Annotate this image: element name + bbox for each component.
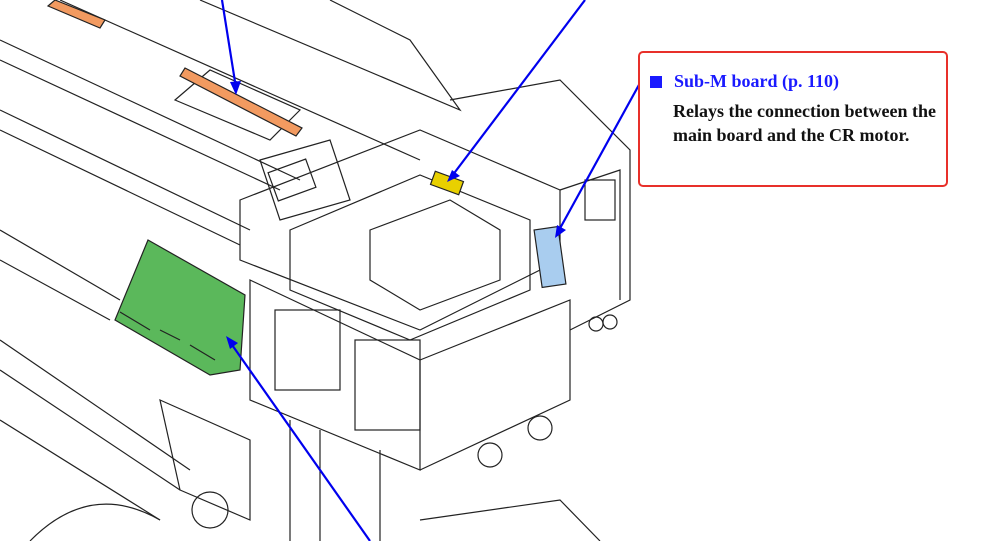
sub-m-board-callout: Sub-M board (p. 110) Relays the connecti… — [638, 51, 948, 187]
pointer-arrows — [220, 0, 641, 541]
main-board — [114, 239, 246, 376]
arrow-sensor — [451, 0, 586, 177]
arrow-sub-m-board — [557, 82, 641, 233]
orange-strip — [46, 0, 106, 29]
sub-m-board — [533, 225, 567, 289]
arrow-main-board — [229, 341, 371, 541]
square-bullet-icon — [650, 75, 662, 88]
callout-title: Sub-M board (p. 110) — [650, 71, 839, 92]
orange-strip — [179, 67, 303, 137]
yellow-sensor-part — [429, 170, 465, 196]
arrow-strip — [220, 0, 238, 89]
callout-title-link[interactable]: Sub-M board (p. 110) — [674, 71, 840, 91]
printer-frame — [0, 0, 631, 541]
callout-description: Relays the connection between the main b… — [673, 101, 936, 145]
